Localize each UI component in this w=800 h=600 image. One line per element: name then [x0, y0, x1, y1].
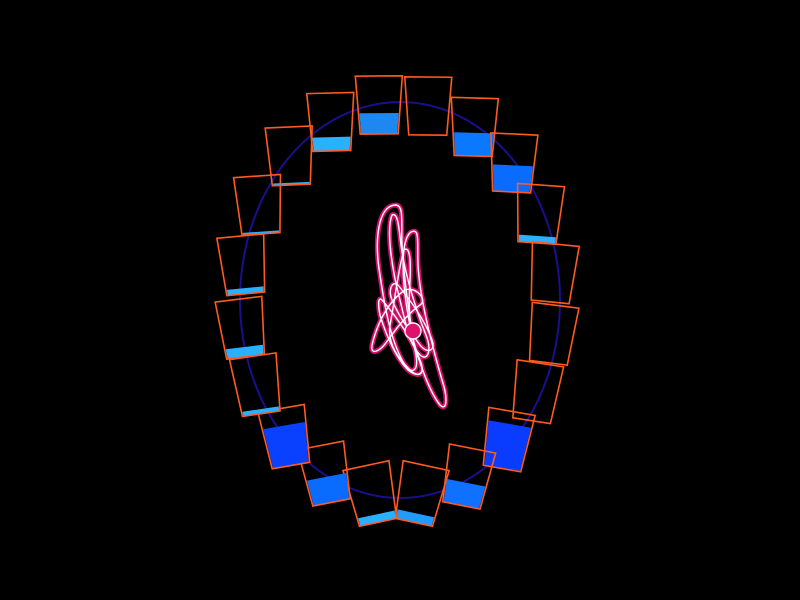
- swirl-loop-inner: [389, 283, 434, 352]
- cup-water: [396, 509, 435, 527]
- cup: [528, 301, 580, 367]
- cup-water: [263, 421, 309, 469]
- cup: [482, 406, 537, 473]
- swirl-loop-inner: [388, 214, 430, 358]
- cup-outline: [530, 240, 581, 305]
- cup: [341, 459, 398, 528]
- cup-outline: [341, 459, 398, 528]
- center-swirl: [369, 202, 449, 410]
- cup: [296, 440, 352, 508]
- cup-water: [358, 510, 396, 527]
- cup: [511, 358, 565, 425]
- cup-water: [443, 478, 486, 509]
- cup-water: [359, 112, 399, 135]
- cup-outline: [264, 125, 313, 187]
- cup-outline: [354, 75, 404, 135]
- cup-water: [484, 420, 531, 472]
- swirl-ball: [404, 322, 422, 340]
- cup-outline: [305, 91, 355, 153]
- cup-outline: [403, 75, 453, 136]
- cup-water: [454, 132, 494, 157]
- cup-water: [492, 164, 533, 193]
- cup-outline: [214, 295, 266, 360]
- cup: [354, 75, 404, 135]
- cup: [264, 125, 313, 187]
- cup: [490, 132, 539, 194]
- swirl-loop-inner: [371, 288, 424, 353]
- cup: [394, 459, 451, 528]
- cup-outline: [482, 406, 537, 473]
- cup-water: [226, 286, 264, 296]
- cup-outline: [511, 358, 565, 425]
- cup-outline: [256, 403, 311, 470]
- cup-water: [312, 136, 351, 152]
- cup: [305, 91, 355, 153]
- cup: [214, 295, 266, 360]
- cup: [530, 240, 581, 305]
- cup-outline: [394, 459, 451, 528]
- cups-ring: [214, 75, 581, 528]
- cup-water: [242, 406, 280, 417]
- cup-outline: [490, 132, 539, 194]
- cup-outline: [232, 173, 282, 237]
- cup: [232, 173, 282, 237]
- swirl-loop-inner: [376, 204, 418, 372]
- swirl-loop-inner: [402, 230, 447, 408]
- cup-outline: [528, 301, 580, 367]
- cup: [403, 75, 453, 136]
- cup: [256, 403, 311, 470]
- cup-water: [306, 473, 350, 506]
- cup-outline: [296, 440, 352, 508]
